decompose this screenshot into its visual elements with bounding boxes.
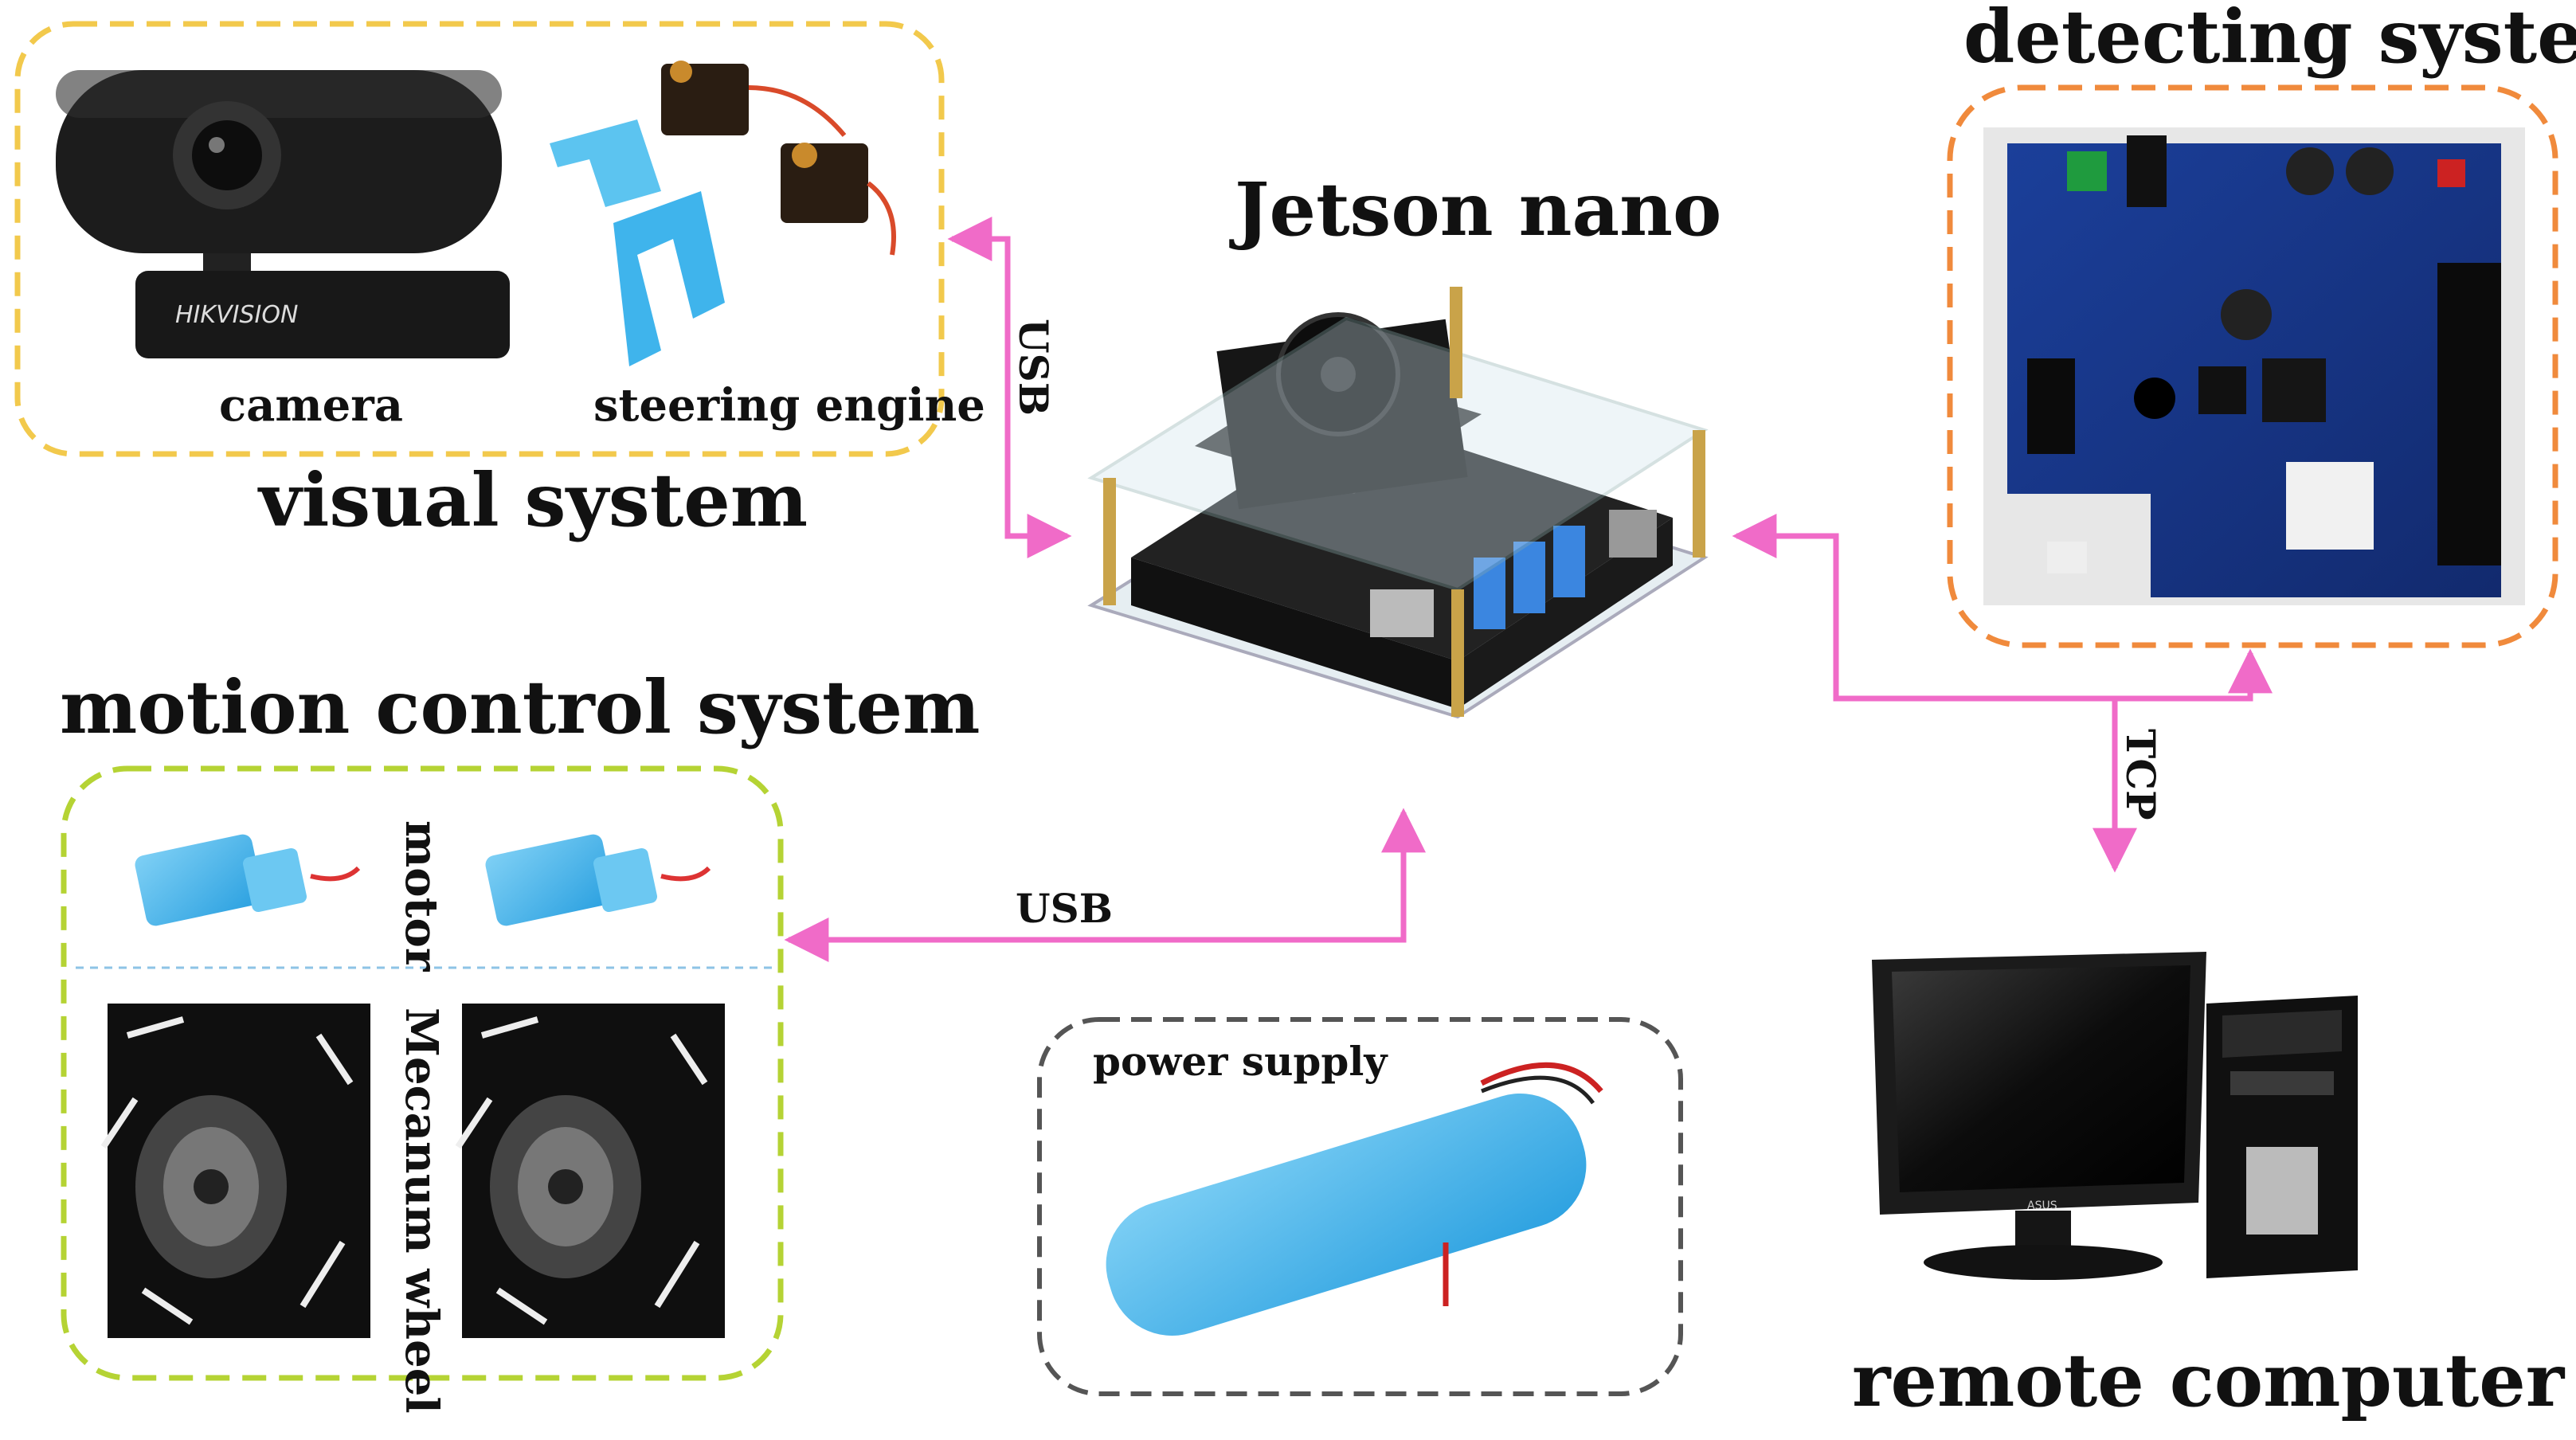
- usb-bottom-label: USB: [1016, 885, 1113, 932]
- visual-system-title: visual system: [257, 457, 808, 543]
- mecanum-wheel-label: Mecanum wheel: [395, 1008, 448, 1414]
- power-supply-group: power supply: [1037, 1017, 1683, 1396]
- battery-icon: [1106, 1062, 1603, 1336]
- link-jetson-detecting: [1732, 514, 2273, 702]
- mecanum-wheel-left-icon: [100, 1004, 370, 1338]
- motion-control-border: [61, 765, 784, 1381]
- monitor-icon: ASUS: [1872, 952, 2206, 1280]
- motion-control-title: motion control system: [60, 664, 980, 750]
- power-supply-label: power supply: [1093, 1038, 1388, 1085]
- steering-engine-icon: [550, 61, 896, 366]
- jetson-nano-title: Jetson nano: [1229, 166, 1721, 252]
- motion-control-group: motion control system motor: [60, 664, 980, 1414]
- monitor-brand: ASUS: [2027, 1199, 2057, 1212]
- mecanum-wheel-right-icon: [455, 1004, 725, 1338]
- tcp-label: TCP: [2117, 729, 2164, 820]
- circuit-board-icon: [1983, 127, 2525, 605]
- usb-top-label: USB: [1010, 319, 1057, 416]
- steering-engine-label: steering engine: [593, 379, 985, 432]
- connections: [784, 217, 2273, 962]
- camera-brand: HIKVISION: [175, 301, 298, 329]
- usb-link-motion: [784, 808, 1426, 962]
- motor-label: motor: [395, 820, 448, 972]
- camera-icon: HIKVISION: [56, 70, 510, 358]
- camera-label: camera: [219, 379, 403, 432]
- jetson-board-icon: [1087, 287, 1709, 719]
- visual-system-border: [14, 21, 945, 457]
- remote-computer-title: remote computer: [1852, 1337, 2566, 1423]
- motor-icon-left: [135, 834, 361, 926]
- pc-tower-icon: [2206, 996, 2358, 1278]
- visual-system-group: HIKVISION camera steering engine visual …: [14, 21, 985, 543]
- power-supply-border: [1037, 1017, 1683, 1396]
- usb-link-visual: [947, 217, 1072, 558]
- remote-computer-group: ASUS remote computer: [1852, 952, 2566, 1423]
- detecting-system-group: detecting system: [1947, 0, 2576, 648]
- jetson-nano-group: Jetson nano: [1087, 166, 1721, 719]
- detecting-system-title: detecting system: [1963, 0, 2576, 80]
- motor-icon-right: [485, 834, 711, 926]
